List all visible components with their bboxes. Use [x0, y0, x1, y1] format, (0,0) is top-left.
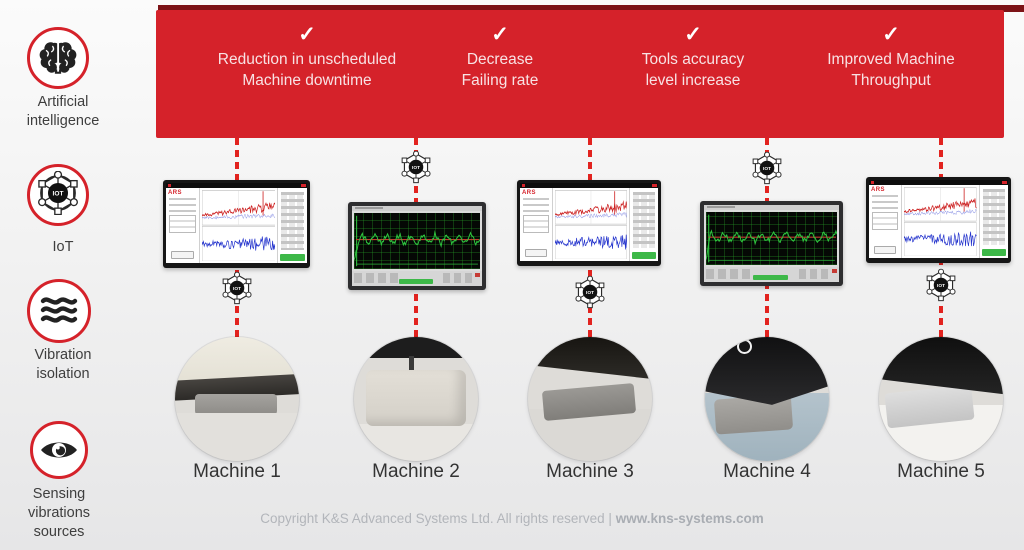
- ars-logo: ARS: [522, 190, 536, 196]
- close-icon: [652, 184, 657, 187]
- benefit-decrease-failing-rate: ✓ Decrease Failing rate: [461, 23, 539, 89]
- machine-1-photo: [175, 337, 299, 461]
- benefit-reduction-downtime: ✓ Reduction in unscheduled Machine downt…: [217, 23, 397, 89]
- copyright-footer: Copyright K&S Advanced Systems Ltd. All …: [0, 511, 1024, 526]
- svg-text:IOT: IOT: [233, 286, 241, 292]
- sidebar-item-iot: IoT: [52, 239, 74, 255]
- sidebar-item-artificial-intelligence: Artificial intelligence: [26, 94, 100, 130]
- iot-icon: IOT: [221, 271, 253, 305]
- brain-icon: [39, 41, 77, 74]
- iot-icon: IOT: [925, 268, 957, 302]
- benefit-tools-accuracy: ✓ Tools accuracy level increase: [641, 23, 745, 89]
- machine-2-label: Machine 2: [372, 461, 460, 482]
- scope-controls: [352, 271, 482, 286]
- svg-text:IOT: IOT: [937, 283, 945, 289]
- iot-icon: IOT: [400, 150, 432, 184]
- svg-text:IOT: IOT: [412, 165, 420, 171]
- monitor-machine-2: [348, 202, 486, 290]
- footer-separator: |: [608, 511, 612, 526]
- vibration-charts: [200, 188, 278, 263]
- analytics-right-panel: [277, 188, 307, 263]
- monitor-machine-4: [700, 201, 843, 286]
- panel-button: [524, 249, 548, 257]
- panel-button: [171, 251, 194, 259]
- benefit-improved-throughput: ✓ Improved Machine Throughput: [827, 23, 955, 89]
- oscilloscope-screen: [354, 213, 480, 269]
- close-icon: [301, 184, 306, 187]
- app-titlebar: [166, 183, 307, 188]
- svg-text:IOT: IOT: [586, 290, 594, 296]
- monitor-machine-5: ARS: [866, 177, 1011, 263]
- monitor-machine-3: ARS: [517, 180, 661, 266]
- vibration-charts: [902, 185, 978, 258]
- machine-1-label: Machine 1: [193, 461, 281, 482]
- machine-4-label: Machine 4: [723, 461, 811, 482]
- iot-circle: IOT: [27, 164, 89, 226]
- app-icon: [522, 184, 525, 187]
- machine-4-photo: [705, 337, 829, 461]
- website-url: www.kns-systems.com: [615, 511, 764, 526]
- checkmark-icon: ✓: [491, 23, 509, 46]
- analytics-left-panel: ARS: [520, 188, 554, 261]
- scope-titlebar: [704, 205, 839, 210]
- app-titlebar: [869, 180, 1008, 185]
- iot-network-icon: IOT: [36, 170, 80, 220]
- app-icon: [871, 181, 874, 184]
- machine-2-photo: [354, 337, 478, 461]
- start-button: [632, 252, 656, 259]
- analytics-right-panel: [629, 188, 658, 261]
- machine-5-label: Machine 5: [897, 461, 985, 482]
- iot-icon: IOT: [574, 275, 606, 309]
- stop-indicator: [475, 273, 480, 277]
- analytics-left-panel: ARS: [166, 188, 200, 263]
- panel-button: [873, 246, 897, 254]
- iot-icon: IOT: [751, 151, 783, 185]
- banner-top-strip: [158, 5, 1024, 12]
- monitor-machine-1: ARS: [163, 180, 310, 268]
- machine-3-photo: [528, 337, 652, 461]
- checkmark-icon: ✓: [882, 23, 900, 46]
- app-icon: [168, 184, 171, 187]
- machine-3-label: Machine 3: [546, 461, 634, 482]
- vibration-waves-icon: [40, 297, 78, 323]
- sidebar-item-vibration-isolation: Vibration isolation: [34, 347, 92, 383]
- machine-5-photo: [879, 337, 1003, 461]
- start-button: [981, 249, 1006, 256]
- checkmark-icon: ✓: [684, 23, 702, 46]
- checkmark-icon: ✓: [298, 23, 316, 46]
- sensing-circle: [30, 421, 88, 479]
- oscilloscope-screen: [706, 212, 837, 265]
- stop-indicator: [832, 269, 837, 273]
- run-button: [752, 275, 788, 280]
- benefits-banner: ✓ Reduction in unscheduled Machine downt…: [156, 10, 1004, 138]
- start-button: [280, 254, 305, 261]
- eye-icon: [41, 442, 77, 458]
- svg-text:IOT: IOT: [763, 166, 771, 172]
- app-titlebar: [520, 183, 658, 188]
- analytics-right-panel: [978, 185, 1008, 258]
- scope-titlebar: [352, 206, 482, 211]
- copyright-text: Copyright K&S Advanced Systems Ltd. All …: [260, 511, 605, 526]
- close-icon: [1002, 181, 1007, 184]
- run-button: [398, 279, 433, 284]
- sidebar-item-sensing-vibrations-sources: Sensing vibrations sources: [27, 486, 91, 541]
- vibration-charts: [553, 188, 629, 261]
- vibration-circle: [27, 279, 91, 343]
- ai-circle: [27, 27, 89, 89]
- ars-logo: ARS: [168, 190, 182, 196]
- ars-logo: ARS: [871, 187, 885, 193]
- analytics-left-panel: ARS: [869, 185, 903, 258]
- svg-text:IOT: IOT: [53, 190, 64, 197]
- scope-controls: [704, 267, 839, 282]
